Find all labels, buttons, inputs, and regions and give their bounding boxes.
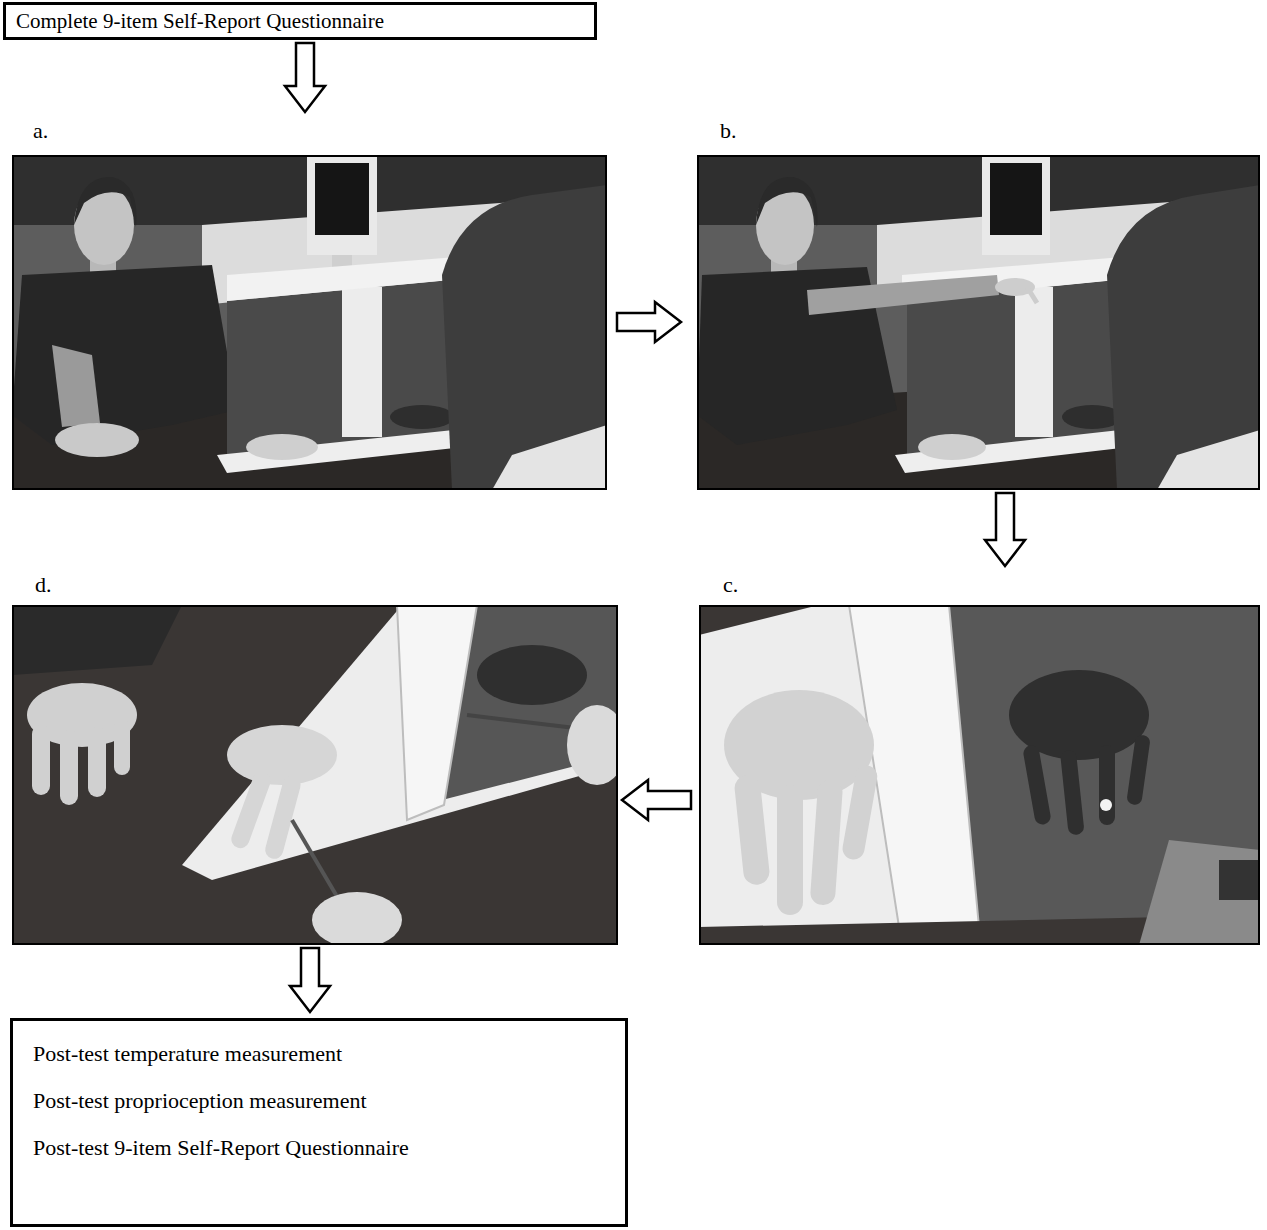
measures-box: Post-test temperature measurementPost-te…	[10, 1018, 628, 1227]
photo-illustration	[697, 155, 1260, 490]
block-arrow	[617, 302, 681, 342]
step-text: Post-test temperature measurement	[33, 1041, 605, 1067]
photo-illustration	[699, 605, 1260, 945]
block-arrow	[622, 780, 691, 820]
photo-panel: c.	[699, 572, 1260, 945]
photo-panel: a.	[12, 118, 607, 490]
photo-panel: b.	[697, 118, 1260, 490]
photo-illustration	[12, 155, 607, 490]
block-arrow	[285, 43, 325, 112]
photo-panel: d.	[12, 572, 618, 945]
panel-letter: d.	[35, 572, 52, 598]
block-arrow	[985, 493, 1025, 566]
step-text: Post-test proprioception measurement	[33, 1088, 605, 1114]
block-arrow	[290, 948, 330, 1012]
step-text: Complete 9-item Self-Report Questionnair…	[16, 8, 384, 34]
step-box: Complete 9-item Self-Report Questionnair…	[3, 2, 597, 40]
panel-letter: c.	[723, 572, 738, 598]
photo-illustration	[12, 605, 618, 945]
step-text: Post-test 9-item Self-Report Questionnai…	[33, 1135, 605, 1161]
panel-letter: a.	[33, 118, 48, 144]
panel-letter: b.	[720, 118, 737, 144]
